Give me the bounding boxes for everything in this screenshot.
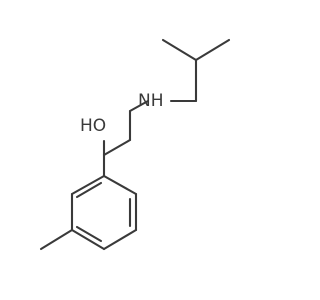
hydroxyl-label: HO	[80, 116, 106, 136]
amine-label: NH	[138, 91, 164, 111]
bond-ch-to-methyl-right	[194, 38, 231, 62]
bond-nitrogen-to-ch2-chain	[128, 99, 150, 113]
molecule-drawing: NH HO	[39, 38, 231, 251]
ring-bond-top-to-upper-right	[102, 174, 138, 196]
chemical-structure-canvas: NH HO	[39, 38, 231, 251]
bond-ring-to-methyl	[39, 228, 74, 251]
ring-bond-lower-right-to-bottom	[102, 228, 138, 251]
bond-methyl-left-to-ch	[161, 38, 198, 62]
ring-double-bond-top-left	[75, 181, 103, 199]
ring-bond-upper-left-to-top	[70, 174, 106, 196]
bond-ch2-to-carbinol	[102, 138, 132, 157]
ring-double-bond-bottom-left	[75, 225, 103, 243]
ring-bond-bottom-to-lower-left	[70, 228, 106, 251]
